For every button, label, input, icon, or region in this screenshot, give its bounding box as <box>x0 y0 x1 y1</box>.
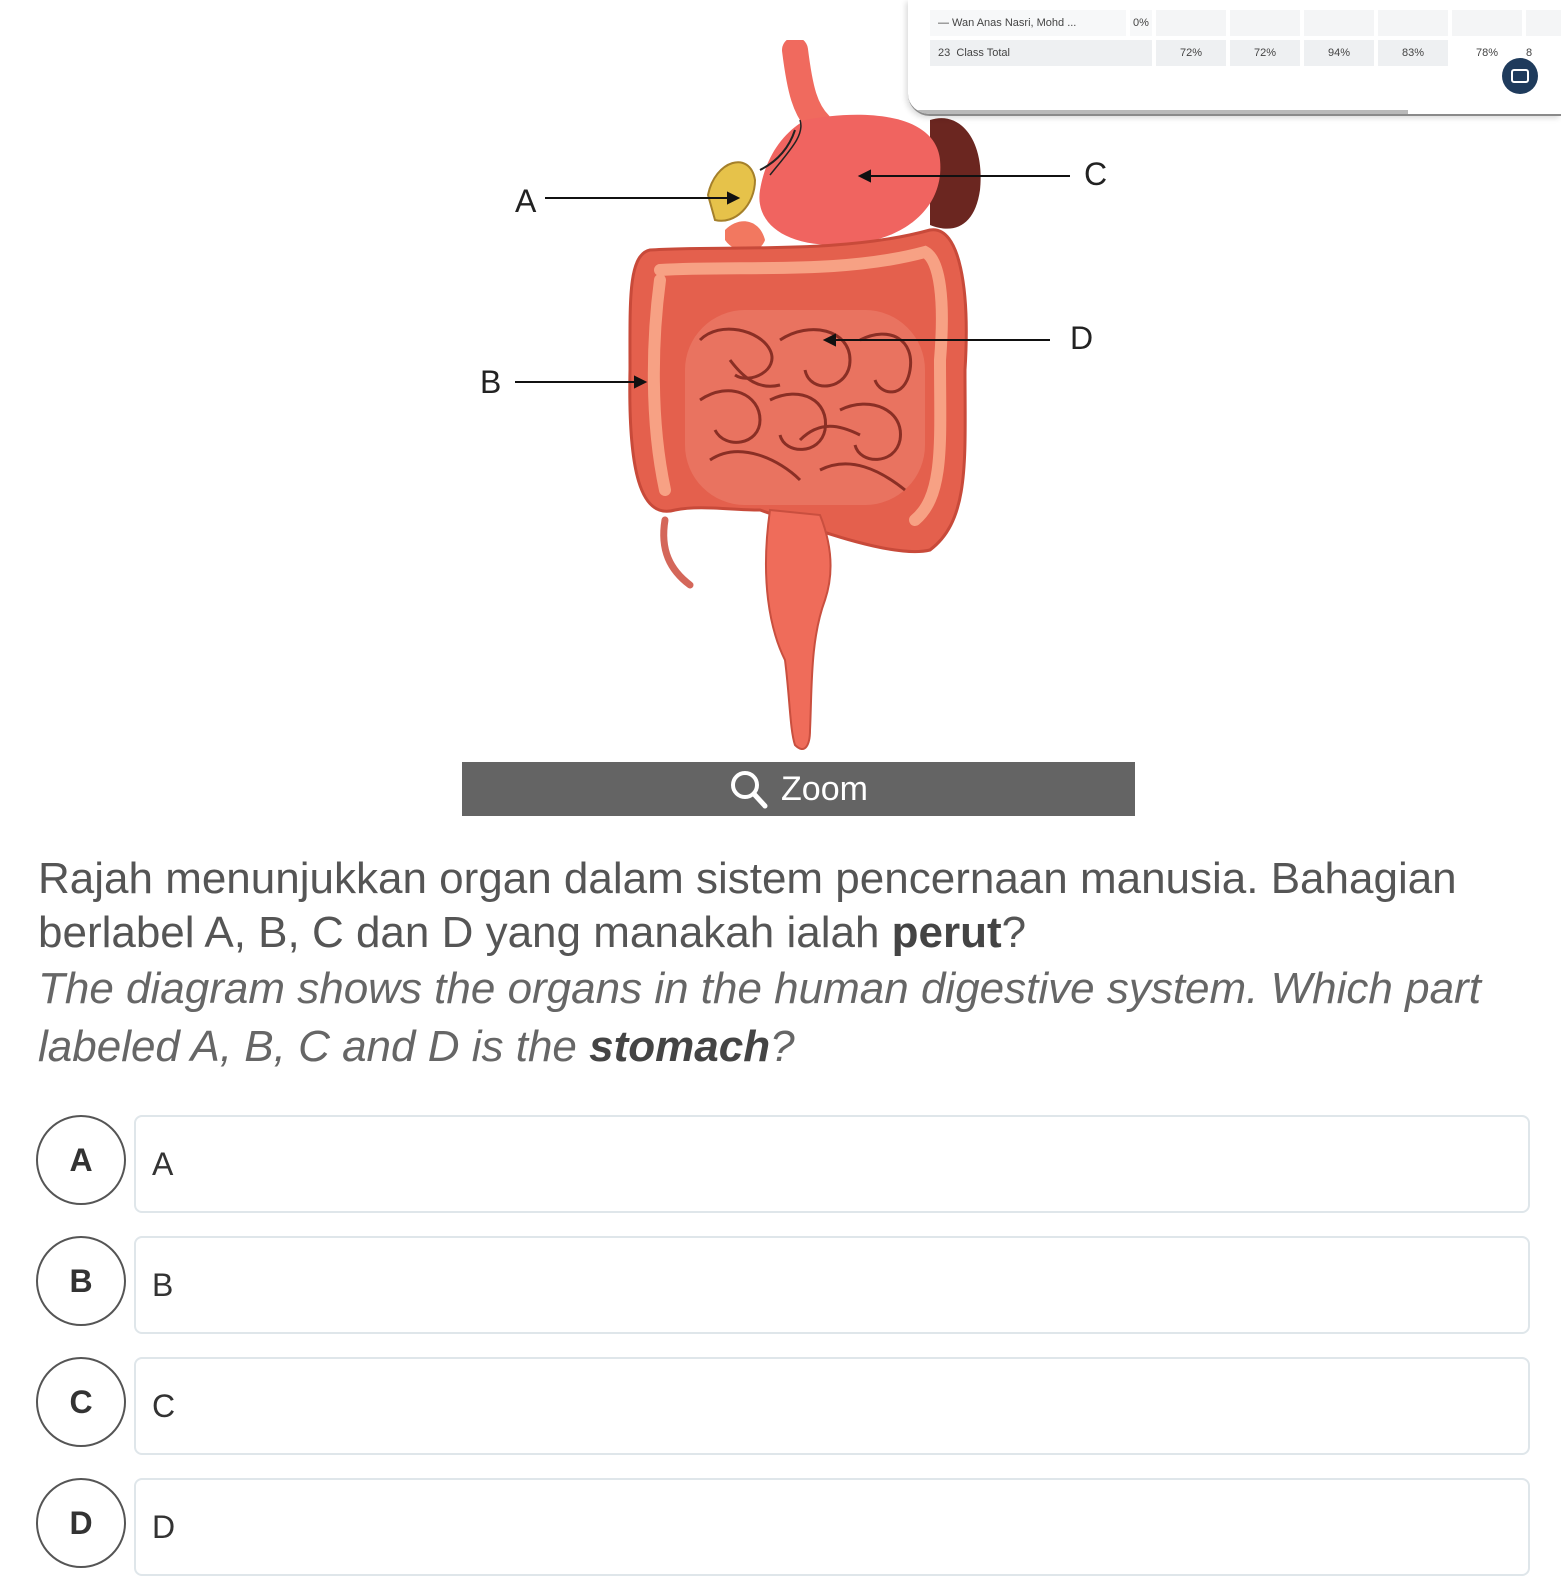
diagram-label-d: D <box>1070 320 1094 356</box>
question-english-text: The diagram shows the organs in the huma… <box>38 964 1481 1071</box>
diagram-label-a: A <box>515 183 537 219</box>
class-rank: 23 <box>938 47 951 59</box>
digestive-system-illustration <box>515 37 1070 750</box>
score-cell <box>1304 10 1374 36</box>
score-cell <box>1526 10 1561 36</box>
option-a[interactable]: A A <box>36 1115 1530 1219</box>
question-malay-keyword: perut <box>891 908 1002 957</box>
class-total-row: 23 Class Total 72% 72% 94% 83% 78% 8 <box>930 40 1561 66</box>
search-icon <box>731 771 768 809</box>
question-english-end: ? <box>770 1022 795 1071</box>
question-text: Rajah menunjukkan organ dalam sistem pen… <box>38 852 1553 1076</box>
class-score: 72% <box>1230 40 1300 66</box>
option-text[interactable]: B <box>134 1236 1530 1334</box>
label-arrows <box>515 169 1070 389</box>
score-cell <box>1156 10 1226 36</box>
option-text[interactable]: A <box>134 1115 1530 1213</box>
chat-button[interactable] <box>1502 58 1538 94</box>
class-total-name: Class Total <box>956 47 1010 59</box>
question-malay-end: ? <box>1001 908 1027 957</box>
score-cell <box>1452 10 1522 36</box>
score-overlay-panel: — Wan Anas Nasri, Mohd ... 0% 23 Class T… <box>908 0 1561 116</box>
diagram-label-b: B <box>480 364 502 400</box>
zoom-button[interactable]: Zoom <box>462 762 1135 816</box>
student-percent: 0% <box>1130 10 1152 36</box>
question-malay: Rajah menunjukkan organ dalam sistem pen… <box>38 852 1553 960</box>
class-score: 83% <box>1378 40 1448 66</box>
option-text[interactable]: C <box>134 1357 1530 1455</box>
horizontal-scrollbar[interactable] <box>908 110 1408 114</box>
option-c[interactable]: C C <box>36 1357 1530 1461</box>
question-malay-text: Rajah menunjukkan organ dalam sistem pen… <box>38 854 1457 957</box>
student-name: — Wan Anas Nasri, Mohd ... <box>930 10 1126 36</box>
zoom-label: Zoom <box>781 769 868 808</box>
digestive-system-diagram: A B C D <box>460 37 1160 760</box>
option-text[interactable]: D <box>134 1478 1530 1576</box>
class-score: 94% <box>1304 40 1374 66</box>
class-total-label: 23 Class Total <box>930 40 1152 66</box>
class-score: 72% <box>1156 40 1226 66</box>
option-d[interactable]: D D <box>36 1478 1530 1582</box>
class-score: 78% <box>1452 40 1522 66</box>
option-letter: B <box>36 1236 126 1326</box>
student-row: — Wan Anas Nasri, Mohd ... 0% <box>930 10 1561 36</box>
option-b[interactable]: B B <box>36 1236 1530 1340</box>
chat-icon <box>1511 69 1529 83</box>
option-letter: C <box>36 1357 126 1447</box>
question-english: The diagram shows the organs in the huma… <box>38 960 1553 1076</box>
score-cell <box>1378 10 1448 36</box>
option-letter: D <box>36 1478 126 1568</box>
diagram-label-c: C <box>1084 156 1108 192</box>
question-english-keyword: stomach <box>589 1022 771 1071</box>
score-cell <box>1230 10 1300 36</box>
option-letter: A <box>36 1115 126 1205</box>
